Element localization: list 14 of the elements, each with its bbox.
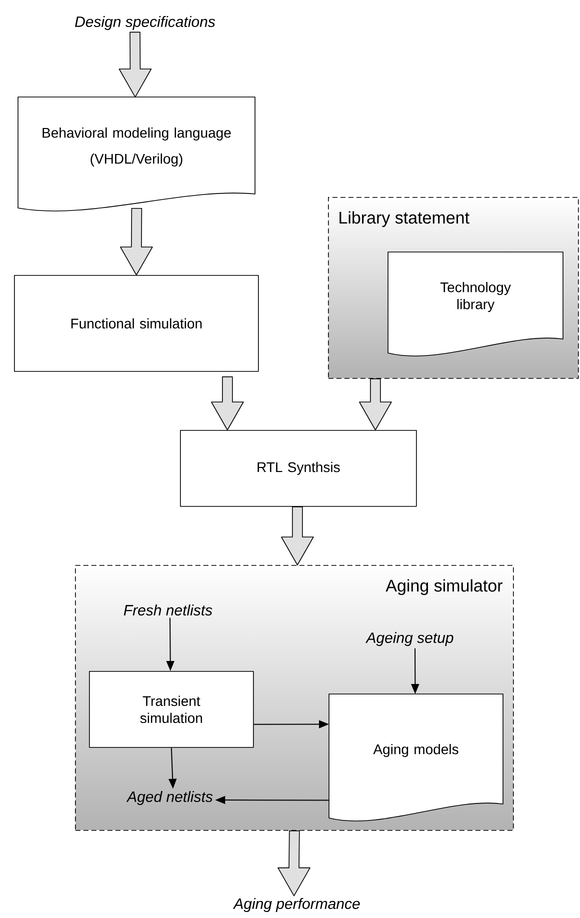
- process-box: RTL Synthsis: [180, 430, 417, 507]
- input-label: Design specifications: [75, 16, 216, 30]
- block-arrow: [120, 208, 153, 276]
- input-label: Aged netlists: [126, 791, 213, 805]
- input-label: Aging performance: [232, 898, 360, 912]
- input-label: Fresh netlists: [124, 604, 212, 616]
- block-arrow: [281, 506, 314, 566]
- block-arrow: [211, 376, 244, 430]
- process-box: Functional simulation: [14, 275, 259, 372]
- block-arrow: [118, 32, 152, 98]
- block-arrow: [359, 378, 392, 430]
- input-label: Ageing setup: [365, 632, 454, 646]
- process-box: Transient simulation: [89, 671, 254, 748]
- block-arrow: [278, 830, 310, 896]
